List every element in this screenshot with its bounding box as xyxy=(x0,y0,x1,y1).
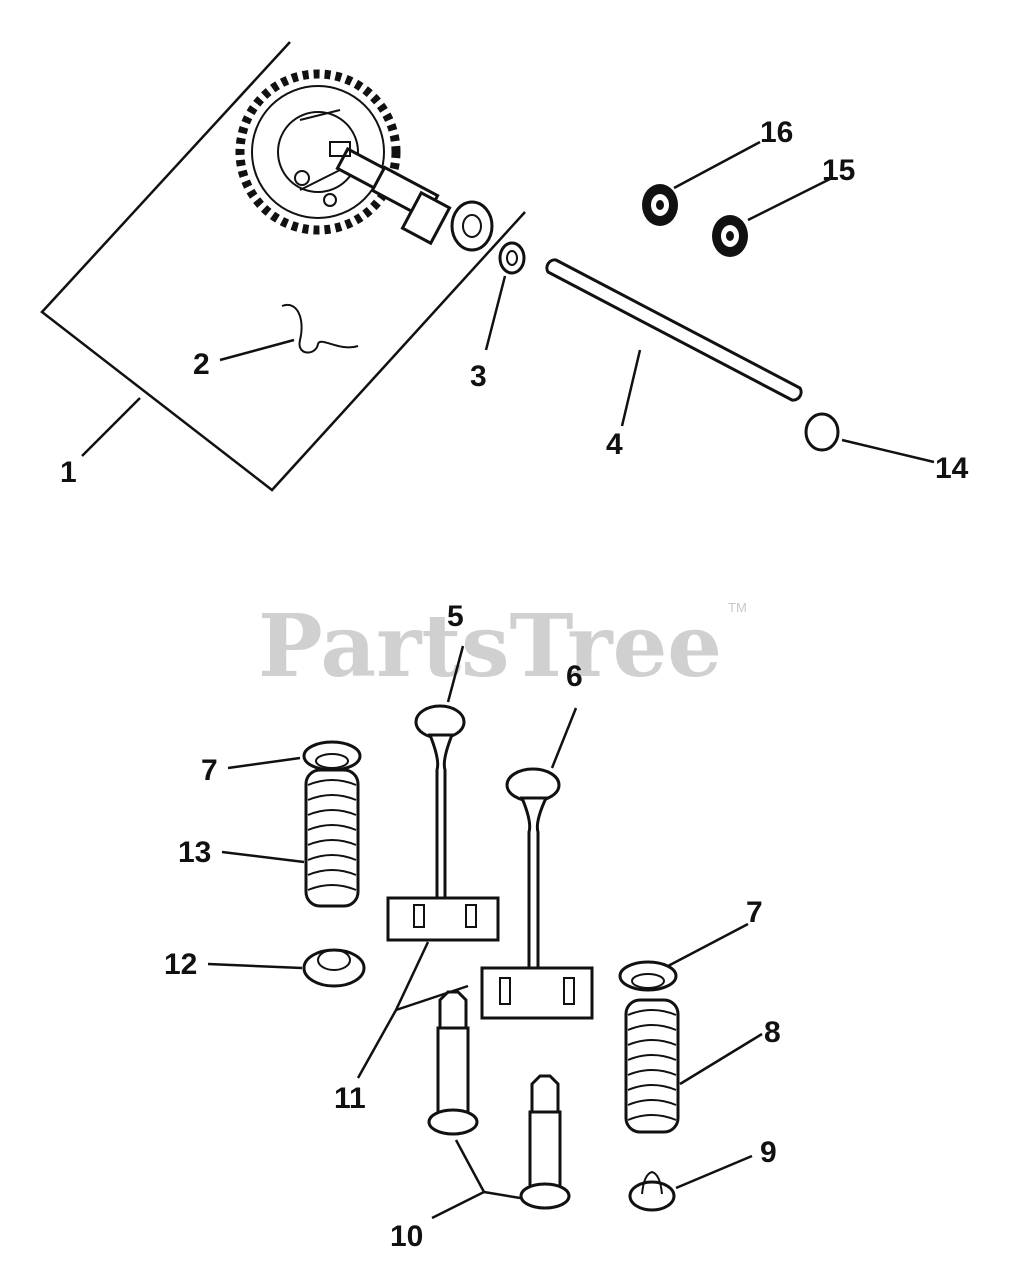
part-5-valve xyxy=(414,704,466,902)
part-8-spring xyxy=(624,998,680,1134)
watermark-brand: PartsTree xyxy=(258,596,722,697)
part-10-tappet-right xyxy=(519,1074,571,1210)
callout-7-right: 7 xyxy=(746,896,763,929)
callout-16: 16 xyxy=(760,116,793,149)
callout-13: 13 xyxy=(178,836,211,869)
part-11-keeper-card-right xyxy=(480,966,594,1020)
callout-1: 1 xyxy=(60,456,77,489)
watermark: PartsTree TM xyxy=(258,596,747,697)
part-10-tappet-left xyxy=(427,990,479,1136)
callout-8: 8 xyxy=(764,1016,781,1049)
camshaft-gear xyxy=(235,69,494,252)
callout-7-left: 7 xyxy=(201,754,218,787)
part-7-retainer-left xyxy=(302,740,362,772)
camshaft-panel xyxy=(40,41,526,492)
callout-12: 12 xyxy=(164,948,197,981)
part-3-washer xyxy=(498,241,526,275)
part-15-seal xyxy=(712,215,748,257)
callout-6: 6 xyxy=(566,660,583,693)
callout-9: 9 xyxy=(760,1136,777,1169)
callout-labels: 1 2 3 4 5 6 7 13 12 7 8 11 9 10 14 15 16 xyxy=(60,116,969,1253)
part-12-spring-seat xyxy=(302,948,366,988)
callout-3: 3 xyxy=(470,360,487,393)
callout-10: 10 xyxy=(390,1220,423,1253)
callout-4: 4 xyxy=(606,428,623,461)
part-14-plug xyxy=(804,412,840,452)
watermark-trademark: TM xyxy=(728,600,747,615)
leader-lines xyxy=(81,140,935,1220)
callout-15: 15 xyxy=(822,154,855,187)
part-11-keeper-card-left xyxy=(386,896,500,942)
callout-2: 2 xyxy=(193,348,210,381)
part-4-rod xyxy=(545,258,803,402)
part-2-wire-spring xyxy=(281,303,359,354)
callout-5: 5 xyxy=(447,600,464,633)
callout-11: 11 xyxy=(334,1082,366,1115)
part-13-spring xyxy=(304,768,360,908)
callout-14: 14 xyxy=(935,452,969,485)
part-7-retainer-right xyxy=(618,960,678,992)
part-6-valve xyxy=(505,767,561,970)
part-9-seat xyxy=(628,1170,676,1212)
part-16-seal xyxy=(642,184,678,226)
